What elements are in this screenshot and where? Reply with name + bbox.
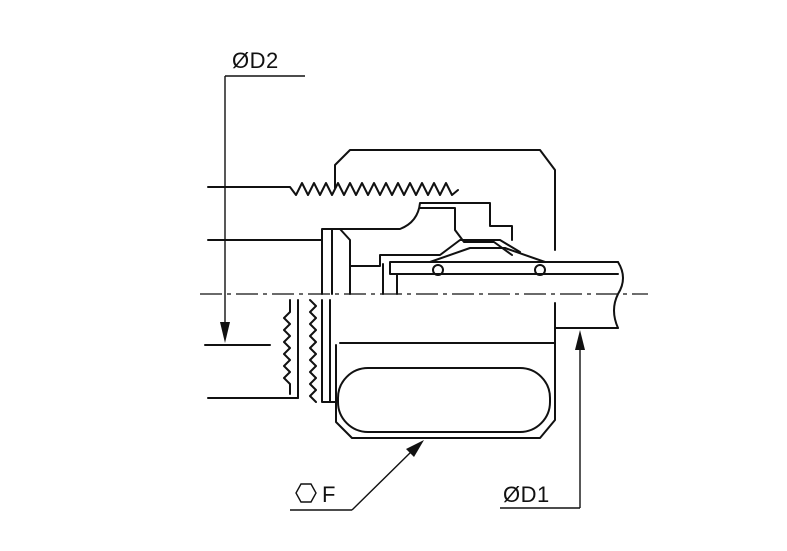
- cone-seat: [419, 207, 513, 256]
- stud-body-lines: [297, 299, 337, 403]
- body-inner-profile: [207, 202, 513, 295]
- f-leader-diagonal: [351, 449, 414, 511]
- dimension-label-d1: ØD1: [503, 482, 550, 507]
- f-arrow: [406, 440, 424, 457]
- dimension-label-d2: ØD2: [232, 48, 279, 73]
- tube-outline: [382, 261, 619, 295]
- ring-groove-right: [534, 264, 546, 276]
- tube-break-end: [613, 261, 624, 329]
- d2-arrow: [220, 322, 230, 343]
- hexagon-icon: [295, 483, 317, 503]
- body-bore-step: [339, 228, 521, 295]
- dimension-label-f: F: [322, 482, 336, 507]
- body-thread-top: [207, 182, 459, 196]
- stud-thread-inner: [309, 299, 317, 403]
- nut-hex-flat: [337, 367, 551, 433]
- cutting-ring: [429, 247, 546, 263]
- stud-thread-lower: [283, 299, 291, 395]
- ring-groove-left: [432, 264, 444, 276]
- d1-arrow: [575, 330, 585, 350]
- nut-outline: [334, 149, 556, 439]
